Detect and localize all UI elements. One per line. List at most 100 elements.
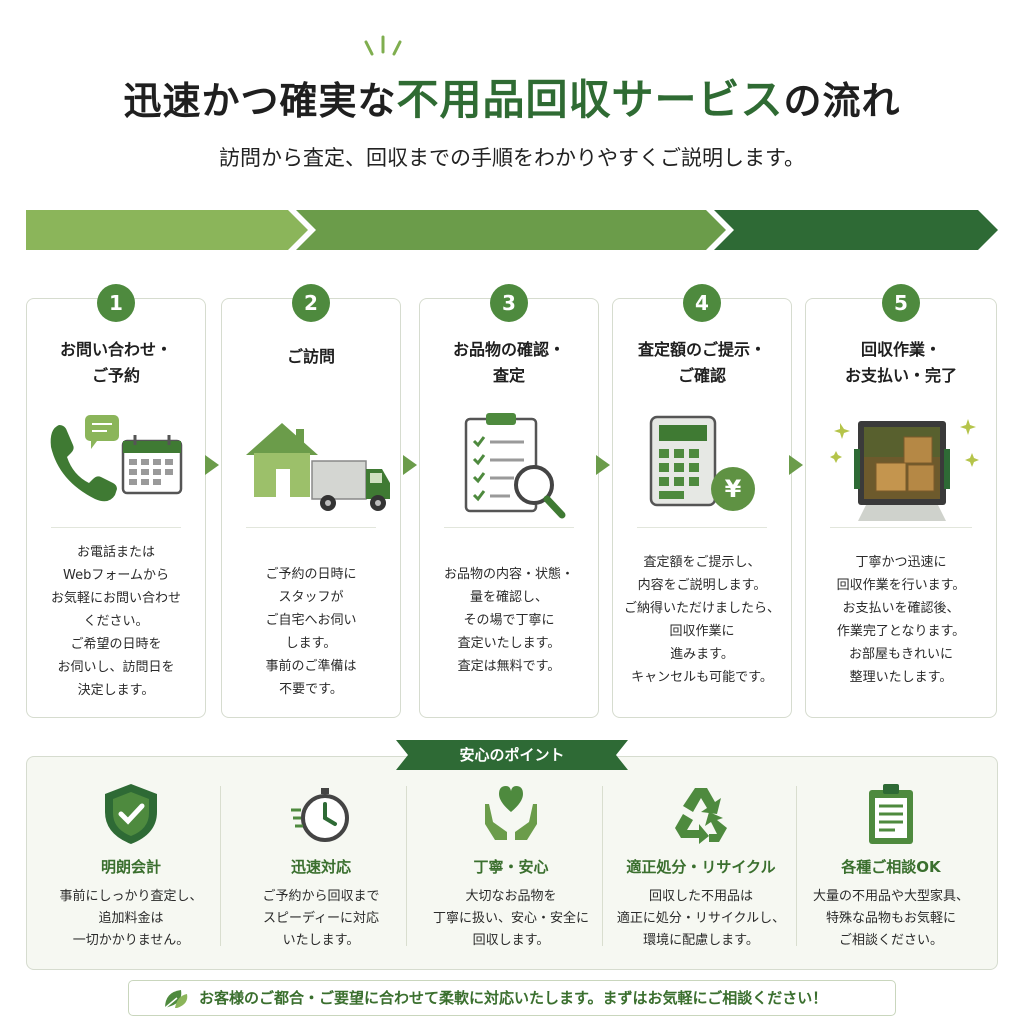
desc-line: お電話または — [76, 545, 155, 560]
points-heading-ribbon — [396, 740, 628, 770]
desc-line: 特殊な品物もお気軽に — [825, 911, 956, 926]
calculator-yen-icon: ¥ — [649, 415, 755, 511]
point-separator — [406, 786, 407, 946]
point-description: 大量の不用品や大型家具、 特殊な品物もお気軽に ご相談ください。 — [794, 886, 988, 952]
desc-line: 回収します。 — [472, 933, 550, 948]
title-part-3: の流れ — [783, 79, 901, 123]
point-item: 適正処分・リサイクル 回収した不用品は 適正に処分・リサイクルし、 環境に配慮し… — [604, 782, 798, 962]
desc-line: お部屋もきれいに — [848, 647, 953, 662]
shield-check-icon — [105, 784, 157, 844]
desc-line: Webフォームから — [63, 568, 169, 583]
arrow-right-icon — [205, 455, 219, 475]
house-truck-icon — [246, 423, 390, 511]
step-card-5: 回収作業・ お支払い・完了 丁寧かつ迅速に 回収作業を行います。 お支払いを確認… — [805, 298, 997, 718]
desc-line: ご相談ください。 — [838, 933, 943, 948]
desc-line: 大切なお品物を — [465, 889, 557, 904]
step-title: 回収作業・ お支払い・完了 — [806, 337, 996, 389]
desc-line: いたします。 — [282, 933, 360, 948]
desc-line: 査定は無料です。 — [457, 659, 561, 674]
step-divider — [637, 527, 767, 528]
sparkle-lines-icon — [364, 35, 402, 56]
desc-line: 整理いたします。 — [849, 670, 953, 685]
point-description: 回収した不用品は 適正に処分・リサイクルし、 環境に配慮します。 — [604, 886, 798, 952]
desc-line: 量を確認し、 — [469, 590, 548, 605]
point-title: 適正処分・リサイクル — [626, 858, 776, 876]
point-separator — [602, 786, 603, 946]
desc-line: 丁寧かつ迅速に — [855, 555, 947, 570]
point-item: 各種ご相談OK 大量の不用品や大型家具、 特殊な品物もお気軽に ご相談ください。 — [794, 782, 988, 962]
desc-line: ご予約の日時に — [265, 567, 357, 582]
desc-line: ご納得いただけましたら、 — [623, 601, 780, 616]
title-part-1: 迅速かつ確実な — [123, 79, 397, 123]
step-card-3: お品物の確認・ 査定 お品物の内容・状態・ 量を確認し、 その場で丁寧に 査定い… — [419, 298, 599, 718]
desc-line: 回収作業を行います。 — [836, 578, 966, 593]
point-title: 各種ご相談OK — [841, 858, 941, 876]
desc-line: ください。 — [83, 614, 149, 629]
desc-line: スタッフが — [278, 590, 344, 605]
step-description: ご予約の日時に スタッフが ご自宅へお伺い します。 事前のご準備は 不要です。 — [222, 563, 400, 701]
step-card-1: お問い合わせ・ ご予約 お電話または Webフォームから お気軽にお問い合わせ … — [26, 298, 206, 718]
desc-line: 環境に配慮します。 — [643, 933, 759, 948]
desc-line: キャンセルも可能です。 — [631, 670, 773, 685]
step-title-line: お品物の確認・ — [452, 340, 565, 359]
step-title-line: 査定額のご提示・ — [637, 340, 766, 359]
point-description: 事前にしっかり査定し、 追加料金は 一切かかりません。 — [34, 886, 228, 952]
phase-segment-visit — [26, 210, 308, 250]
footer-banner: お客様のご都合・ご要望に合わせて柔軟に対応いたします。まずはお気軽にご相談くださ… — [128, 980, 896, 1016]
desc-line: 決定します。 — [77, 683, 155, 698]
checklist-icon — [869, 784, 913, 844]
step-number-5: 5 — [882, 284, 920, 322]
svg-text:¥: ¥ — [725, 475, 742, 503]
phase-segment-assess — [296, 210, 726, 250]
point-title: 明朗会計 — [100, 858, 161, 876]
hands-heart-icon — [485, 786, 537, 840]
step-description: 査定額をご提示し、 内容をご説明します。 ご納得いただけましたら、 回収作業に … — [613, 551, 791, 689]
step-description: 丁寧かつ迅速に 回収作業を行います。 お支払いを確認後、 作業完了となります。 … — [806, 551, 996, 689]
desc-line: 大量の不用品や大型家具、 — [812, 889, 969, 904]
desc-line: スピーディーに対応 — [262, 911, 380, 926]
loaded-truck-icon — [830, 419, 979, 521]
points-heading: 安心のポイント — [459, 746, 565, 764]
point-item: 明朗会計 事前にしっかり査定し、 追加料金は 一切かかりません。 — [34, 782, 228, 962]
desc-line: 査定額をご提示し、 — [643, 555, 761, 570]
step-title-line: お問い合わせ・ — [59, 340, 172, 359]
point-description: 大切なお品物を 丁寧に扱い、安心・安全に 回収します。 — [414, 886, 608, 952]
step-title-line: ご確認 — [677, 366, 726, 385]
phase-label-visit: ご訪問 — [131, 10, 183, 30]
point-title: 丁寧・安心 — [473, 858, 549, 876]
step-number-1: 1 — [97, 284, 135, 322]
desc-line: 不要です。 — [279, 682, 343, 697]
desc-line: 回収した不用品は — [648, 889, 753, 904]
step-number-3: 3 — [490, 284, 528, 322]
point-item: 迅速対応 ご予約から回収まで スピーディーに対応 いたします。 — [224, 782, 418, 962]
desc-line: お品物の内容・状態・ — [443, 567, 574, 582]
phone-calendar-icon — [50, 415, 183, 502]
desc-line: 内容をご説明します。 — [637, 578, 767, 593]
arrow-right-icon — [596, 455, 610, 475]
arrow-right-icon — [789, 455, 803, 475]
desc-line: 一切かかりません。 — [72, 933, 190, 948]
page-subtitle: 訪問から査定、回収までの手順をわかりやすくご説明します。 — [219, 146, 805, 170]
title-part-2: 不用品回収サービス — [396, 75, 784, 124]
point-separator — [220, 786, 221, 946]
desc-line: ご予約から回収まで — [262, 889, 380, 904]
step-title-line: ご訪問 — [286, 347, 335, 366]
footer-text: お客様のご都合・ご要望に合わせて柔軟に対応いたします。まずはお気軽にご相談くださ… — [199, 989, 828, 1007]
desc-line: 事前にしっかり査定し、 — [59, 889, 203, 904]
desc-line: します。 — [285, 636, 337, 651]
page-title: 迅速かつ確実な不用品回収サービスの流れ — [0, 66, 1024, 127]
desc-line: お気軽にお問い合わせ — [50, 591, 181, 606]
step-title: 査定額のご提示・ ご確認 — [613, 337, 791, 389]
desc-line: 進みます。 — [670, 647, 734, 662]
step-divider — [51, 527, 181, 528]
desc-line: 丁寧に扱い、安心・安全に — [432, 911, 589, 926]
desc-line: お支払いを確認後、 — [842, 601, 960, 616]
step-divider — [444, 527, 574, 528]
step-card-2: ご訪問 ご予約の日時に スタッフが ご自宅へお伺い します。 事前のご準備は 不… — [221, 298, 401, 718]
step-card-4: 査定額のご提示・ ご確認 ¥ 査定額をご提示し、 内容をご説明します。 ご納得い… — [612, 298, 792, 718]
desc-line: その場で丁寧に — [463, 613, 555, 628]
desc-line: ご自宅へお伺い — [265, 613, 357, 628]
desc-line: 作業完了となります。 — [836, 624, 966, 639]
step-title: ご訪問 — [222, 344, 400, 370]
step-title-line: お支払い・完了 — [844, 366, 957, 385]
